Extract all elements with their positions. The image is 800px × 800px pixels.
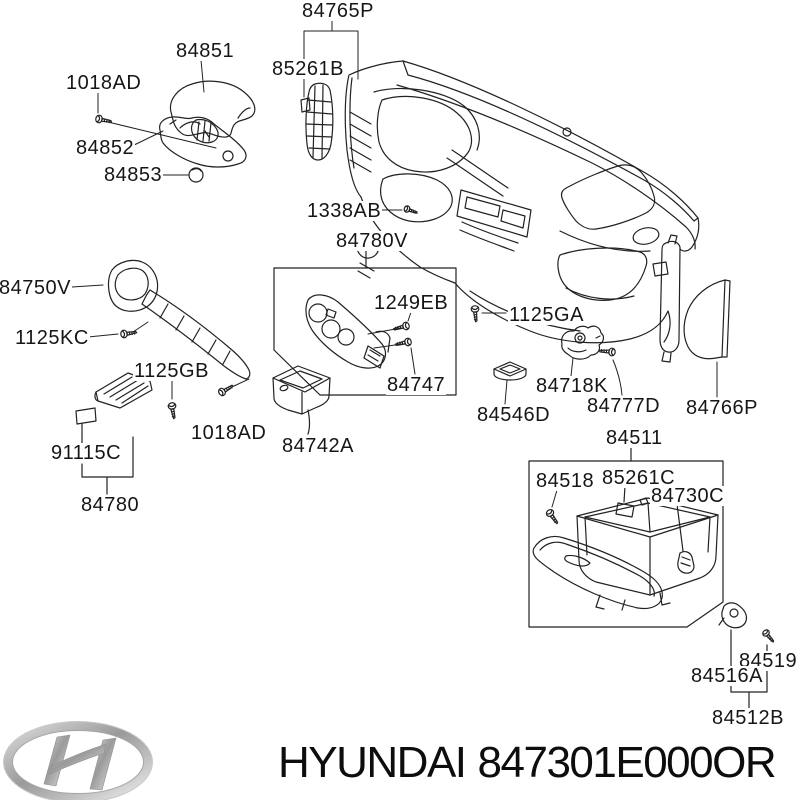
screw-84777D-icon — [598, 346, 617, 357]
callout-84777D: 84777D — [586, 395, 662, 417]
screw-1018AD-icon — [94, 114, 113, 126]
callout-85261C: 85261C — [601, 467, 677, 489]
screw-1338AB-icon — [402, 204, 419, 217]
callout-1125KC: 1125KC — [14, 327, 90, 349]
callout-85261B: 85261B — [271, 58, 345, 80]
callout-84546D: 84546D — [476, 404, 552, 426]
bracket-84780 — [95, 373, 152, 408]
callout-1338AB: 1338AB — [306, 200, 383, 222]
callout-1249EB: 1249EB — [373, 292, 450, 314]
box-84511 — [529, 446, 723, 627]
callout-84853: 84853 — [103, 164, 164, 186]
chip-85261C — [616, 486, 634, 517]
callout-84780V: 84780V — [335, 230, 409, 252]
callout-84718K: 84718K — [535, 375, 609, 397]
leader-lines — [72, 20, 717, 507]
callout-84511: 84511 — [605, 427, 664, 449]
clip-84730C — [677, 504, 694, 573]
screw-1125GA-icon — [470, 304, 481, 323]
callout-1018AD-column: 1018AD — [65, 72, 143, 94]
steering-column-cover-lower-84852 — [160, 117, 246, 167]
bracket-84718K — [562, 326, 604, 359]
callout-84750V: 84750V — [0, 277, 72, 299]
screw-84518-icon — [544, 507, 562, 527]
callout-84780: 84780 — [80, 494, 141, 516]
cover-84766P — [684, 280, 730, 359]
tray-84742A — [273, 366, 330, 434]
screw-84747-icon — [394, 337, 413, 349]
dashboard-drawing — [345, 61, 698, 362]
screw-1125GB-icon — [167, 401, 179, 420]
callout-91115C: 91115C — [50, 442, 123, 464]
callout-84765P: 84765P — [301, 0, 375, 22]
chip-91115C — [76, 408, 133, 494]
callout-84518: 84518 — [535, 470, 596, 492]
part-code-text: 847301E000OR — [477, 738, 777, 787]
screw-1018AD-2-icon — [216, 381, 236, 398]
callout-84730C: 84730C — [650, 485, 726, 507]
callout-84747: 84747 — [386, 374, 447, 396]
hyundai-logo — [4, 722, 153, 800]
glovebox-assembly-drawing — [533, 498, 718, 610]
callout-84851: 84851 — [175, 40, 236, 62]
tray-84546D — [494, 362, 526, 380]
brand-text: HYUNDAI — [278, 738, 467, 787]
callout-84512B: 84512B — [711, 707, 785, 729]
grille-85261B — [301, 83, 333, 160]
callout-84742A: 84742A — [281, 435, 355, 457]
box-84780V — [274, 248, 456, 395]
steering-column-cover-upper-84851 — [170, 81, 255, 137]
callout-84766P: 84766P — [685, 397, 759, 419]
callout-1018AD-panel: 1018AD — [190, 422, 268, 444]
screw-84519-icon — [760, 628, 777, 645]
screw-1125KC-icon — [119, 327, 138, 339]
callout-84852: 84852 — [75, 137, 136, 159]
callout-84516A: 84516A — [690, 665, 764, 687]
callout-1125GB: 1125GB — [133, 360, 210, 382]
panel-84750V — [109, 260, 250, 379]
steering-cover-ring-84853 — [189, 168, 203, 182]
facia-panel-drawing — [306, 295, 390, 368]
screw-1249EB-icon — [392, 320, 411, 334]
callout-1125GA: 1125GA — [508, 304, 585, 326]
